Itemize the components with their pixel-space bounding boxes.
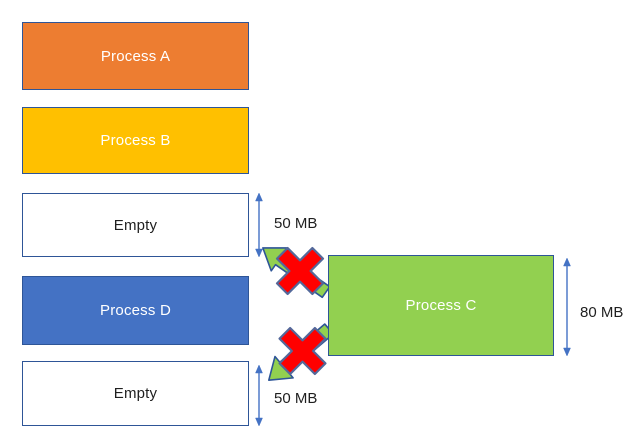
process-a-label: Process A	[100, 47, 171, 65]
empty-block-top-label: Empty	[113, 216, 158, 234]
empty-block-bottom-label: Empty	[113, 385, 158, 402]
process-b-block: Process B	[22, 107, 249, 174]
empty-block-bottom: Empty	[22, 361, 249, 426]
measure-arrow-top-empty-icon	[255, 192, 263, 258]
measure-arrow-bottom-empty-icon	[255, 364, 263, 427]
process-c-label: Process C	[405, 297, 477, 314]
process-b-label: Process B	[100, 132, 171, 149]
measure-arrow-process-c-icon	[563, 257, 571, 357]
measure-label-top-empty: 50 MB	[274, 215, 318, 232]
process-d-block: Process D	[22, 276, 249, 345]
process-c-block: Process C	[328, 255, 554, 356]
measure-label-process-c: 80 MB	[580, 304, 624, 321]
move-arrow-to-top-empty-icon	[262, 247, 331, 299]
process-d-label: Process D	[100, 302, 171, 319]
process-a-block: Process A	[22, 22, 249, 90]
blocked-x-top-icon	[275, 246, 325, 296]
measure-label-bottom-empty: 50 MB	[274, 390, 318, 407]
move-arrow-to-bottom-empty-icon	[268, 323, 335, 381]
empty-block-top: Empty	[22, 193, 249, 257]
